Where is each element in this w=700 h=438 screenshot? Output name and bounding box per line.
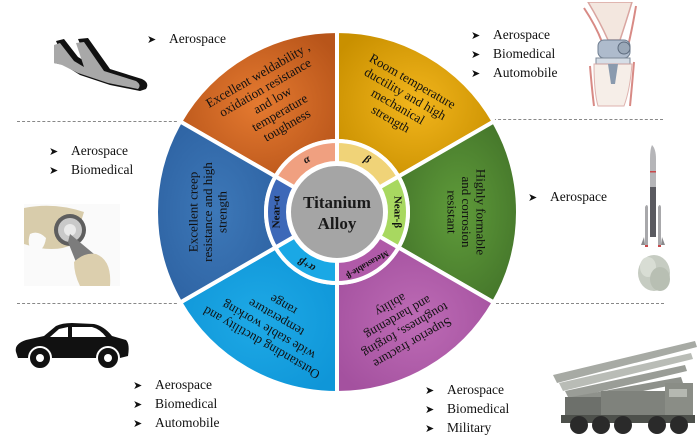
- application-item: ➤Aerospace: [133, 376, 220, 395]
- missile-launcher-icon: [553, 341, 697, 434]
- applications-middle-left: ➤Aerospace ➤Biomedical: [49, 142, 133, 180]
- application-item: ➤Aerospace: [425, 381, 509, 400]
- arrowhead-bullet-icon: ➤: [49, 165, 59, 177]
- property-line: Excellent creep: [185, 172, 200, 252]
- arrowhead-bullet-icon: ➤: [133, 380, 143, 392]
- application-item: ➤Aerospace: [147, 30, 226, 49]
- property-line: resistant: [445, 190, 460, 234]
- applications-top-right: ➤Aerospace ➤Biomedical ➤Automobile: [471, 26, 558, 83]
- arrowhead-bullet-icon: ➤: [49, 146, 59, 158]
- application-item: ➤Automobile: [133, 414, 220, 433]
- applications-middle-right: ➤Aerospace: [528, 188, 607, 207]
- hip-implant-icon: [24, 204, 120, 286]
- arrowhead-bullet-icon: ➤: [471, 49, 481, 61]
- application-item: ➤Biomedical: [471, 45, 558, 64]
- arrowhead-bullet-icon: ➤: [147, 34, 157, 46]
- applications-top-left: ➤Aerospace: [147, 30, 226, 49]
- property-line: and corrosion: [459, 176, 474, 248]
- application-item: ➤Aerospace: [471, 26, 558, 45]
- property-line: resistance and high: [200, 162, 215, 262]
- center-title-line1: Titanium: [303, 193, 371, 212]
- application-item: ➤Aerospace: [49, 142, 133, 161]
- arrowhead-bullet-icon: ➤: [471, 30, 481, 42]
- separator-bottom-left: [17, 303, 187, 304]
- rocket-icon: [638, 145, 670, 291]
- separator-top-left: [17, 121, 187, 122]
- arrowhead-bullet-icon: ➤: [425, 423, 435, 435]
- property-line: strength: [214, 191, 229, 233]
- application-item: ➤Biomedical: [133, 395, 220, 414]
- property-line: Highly formable: [474, 169, 489, 256]
- airplane-icon: [54, 38, 148, 91]
- application-item: ➤Automobile: [471, 64, 558, 83]
- separator-bottom-right: [496, 303, 664, 304]
- arrowhead-bullet-icon: ➤: [133, 418, 143, 430]
- knee-implant-icon: [583, 2, 637, 107]
- application-item: ➤Biomedical: [425, 400, 509, 419]
- applications-bottom-left: ➤Aerospace ➤Biomedical ➤Automobile: [133, 376, 220, 433]
- arrowhead-bullet-icon: ➤: [425, 404, 435, 416]
- arrowhead-bullet-icon: ➤: [528, 192, 538, 204]
- arrowhead-bullet-icon: ➤: [471, 68, 481, 80]
- separator-top-right: [493, 119, 663, 120]
- application-item: ➤Aerospace: [528, 188, 607, 207]
- center-circle: [287, 162, 387, 262]
- inner-label-near-alpha: Near-α: [271, 195, 283, 228]
- application-item: ➤Military: [425, 419, 509, 438]
- arrowhead-bullet-icon: ➤: [133, 399, 143, 411]
- center-title-line2: Alloy: [318, 214, 357, 233]
- application-item: ➤Biomedical: [49, 161, 133, 180]
- arrowhead-bullet-icon: ➤: [425, 385, 435, 397]
- inner-label-near-beta: Near-β: [391, 196, 403, 228]
- car-icon: [15, 323, 129, 370]
- applications-bottom-right: ➤Aerospace ➤Biomedical ➤Military: [425, 381, 509, 438]
